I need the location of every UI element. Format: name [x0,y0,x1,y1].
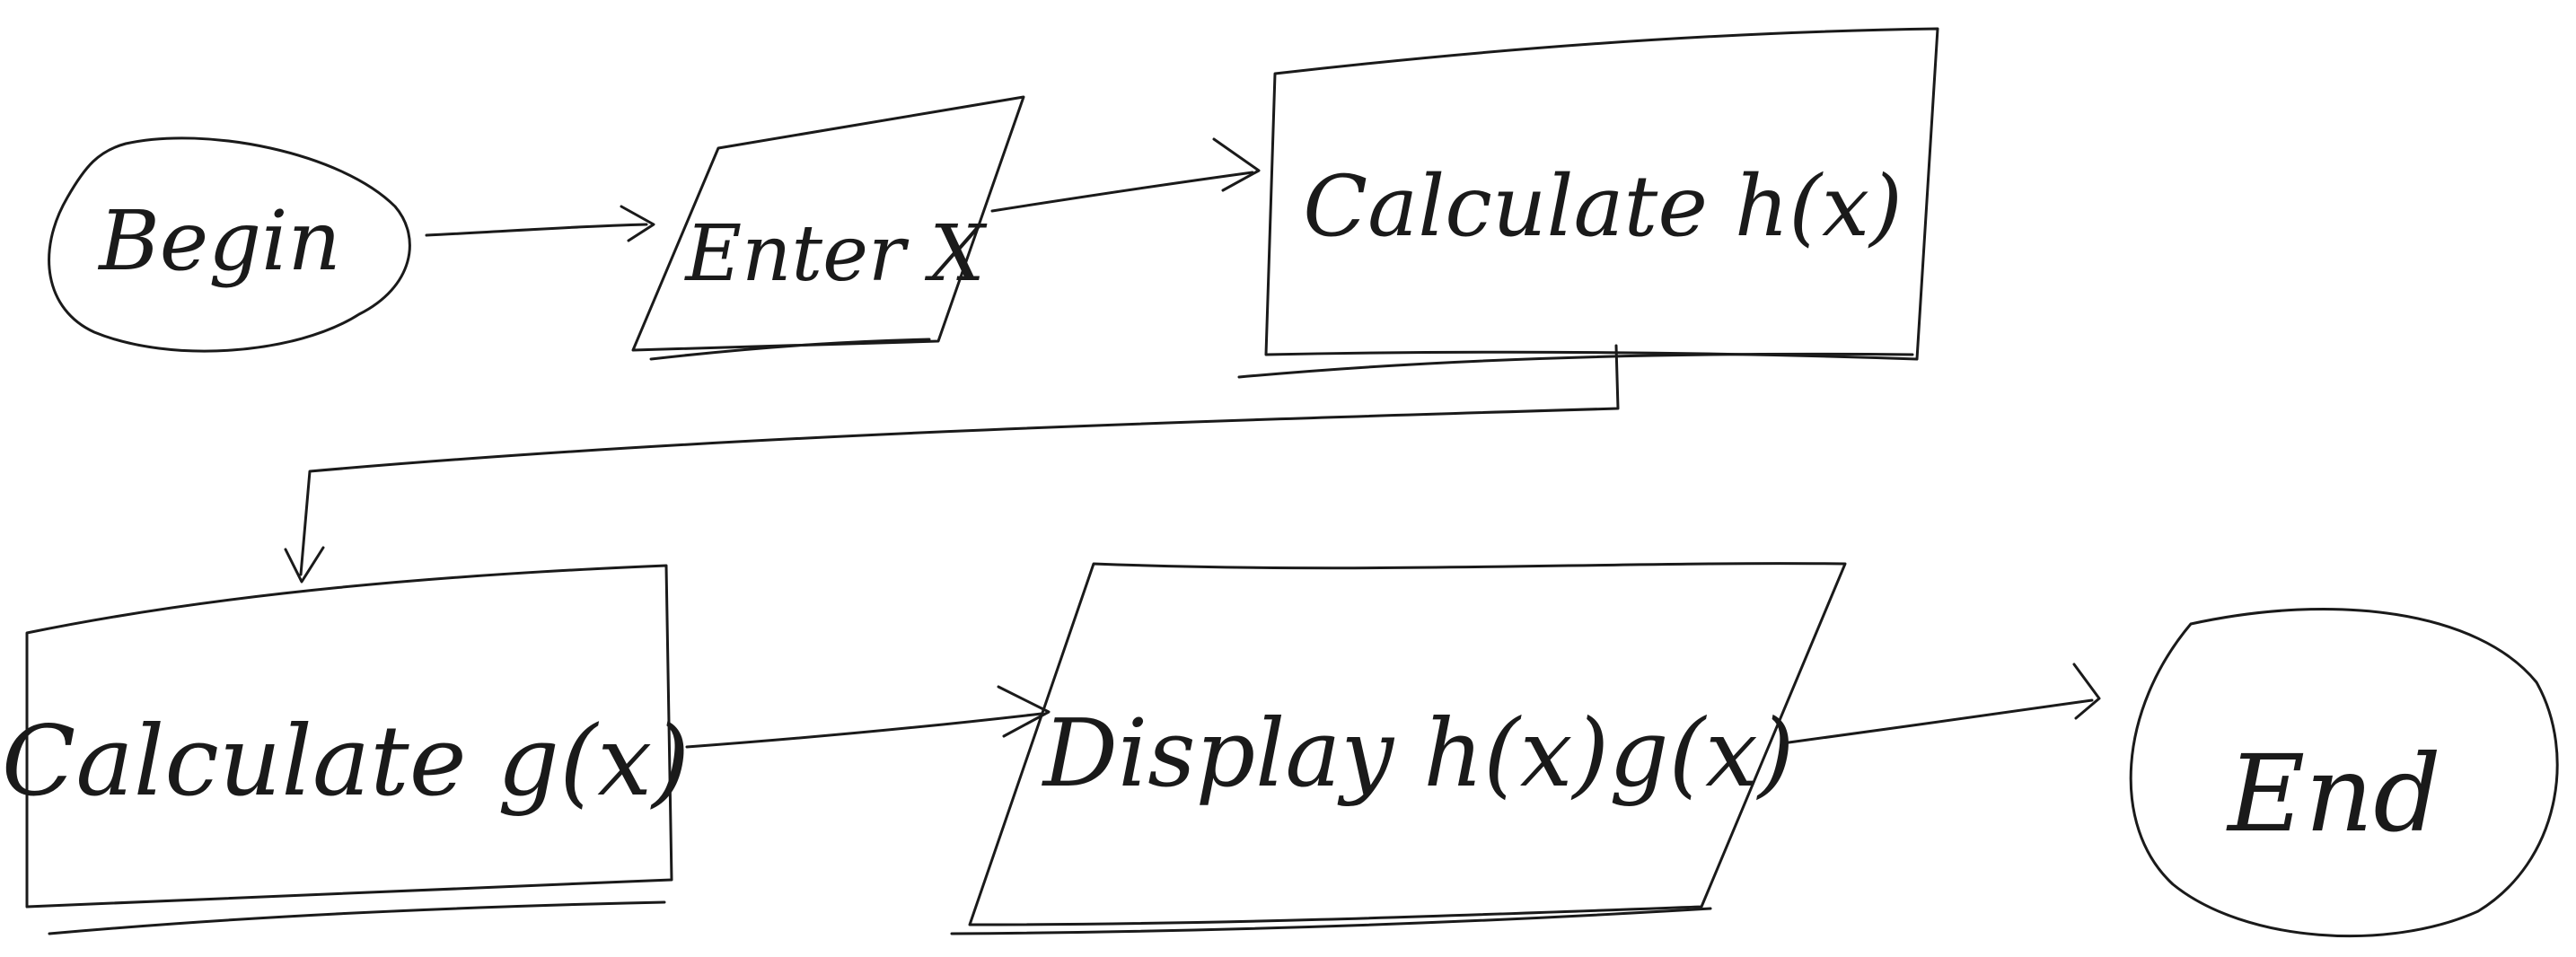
arrow-display-to-end [1780,663,2101,745]
node-begin: Begin [48,136,411,353]
calc-h-label: Calculate h(x) [1303,158,1903,256]
end-oval-shape [2129,608,2559,938]
begin-label: Begin [97,193,341,289]
arrow-calc-g-to-display [685,685,1051,749]
node-display: Display h(x)g(x) [950,562,1847,935]
enter-x-parallelogram-shape [631,95,1025,352]
begin-oval-shape [48,136,411,353]
node-enter-x: Enter X [631,95,1025,361]
end-label: End [2226,732,2441,856]
display-parallelogram-shape [968,562,1847,926]
node-end: End [2129,608,2559,938]
node-calc-h: Calculate h(x) [1237,27,1939,379]
arrow-calc-h-to-calc-g [284,344,1620,584]
arrow-begin-to-enter [425,205,655,242]
enter-x-label: Enter X [683,209,988,299]
calc-g-rect-shape [25,564,673,909]
calc-h-rect-shape [1264,27,1939,361]
calc-g-label: Calculate g(x) [2,706,690,818]
display-label: Display h(x)g(x) [1042,698,1795,808]
arrow-enter-to-calc-h [990,137,1261,213]
node-calc-g: Calculate g(x) [2,564,690,935]
